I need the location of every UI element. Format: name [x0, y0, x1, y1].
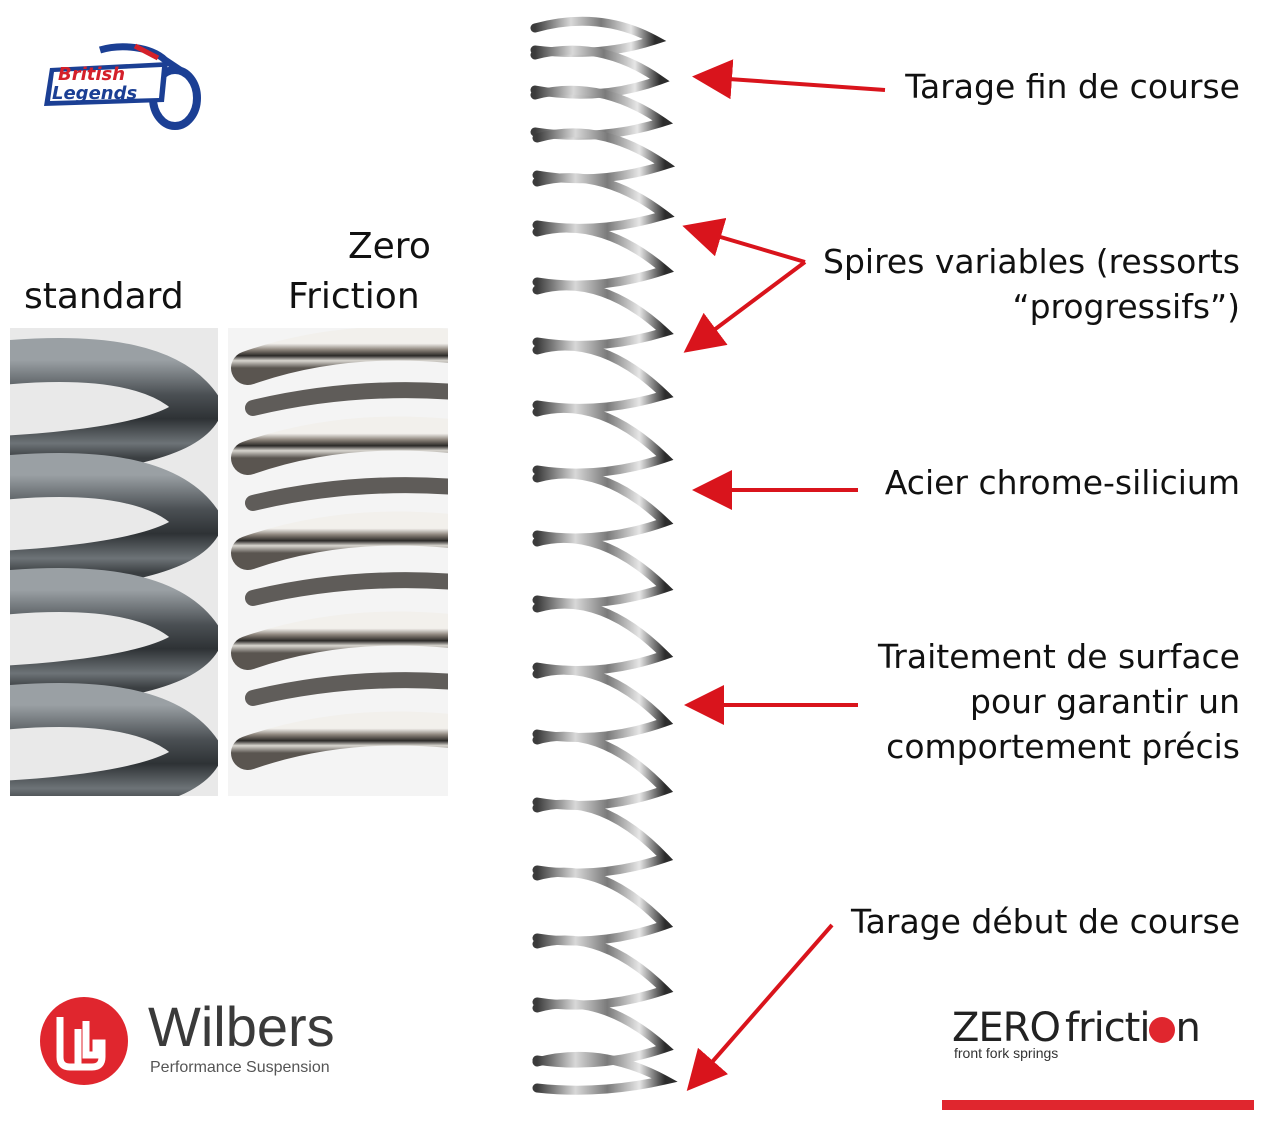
callout-spires-line2: “progressifs”): [1012, 287, 1240, 326]
arrow-tarage-debut: [686, 923, 834, 1092]
wilbers-name: Wilbers: [148, 995, 335, 1058]
zero-friction-spring-closeup: [228, 328, 448, 796]
callout-tarage-debut: Tarage début de course: [850, 902, 1240, 941]
callout-traitement-line1: Traitement de surface: [877, 637, 1240, 676]
logo-text-legends: Legends: [52, 83, 138, 104]
friction-prefix: fricti: [1065, 1005, 1150, 1051]
zero-friction-subtitle: front fork springs: [954, 1045, 1059, 1061]
standard-label: standard: [24, 276, 184, 317]
arrow-tarage-fin: [692, 59, 886, 100]
callout-spires-line1: Spires variables (ressorts: [823, 242, 1240, 281]
zero-word: ZERO: [952, 1005, 1061, 1051]
callout-acier: Acier chrome-silicium: [884, 463, 1240, 502]
zero-friction-label-line1: Zero: [348, 226, 431, 267]
fork-spring-image: [515, 10, 685, 1100]
wilbers-logo: Wilbers Performance Suspension: [38, 995, 358, 1090]
standard-spring-closeup: [10, 328, 218, 796]
red-accent-bar: [942, 1100, 1254, 1110]
motorcycle-logo-icon: [44, 43, 201, 130]
zero-friction-label-line2: Friction: [288, 276, 420, 317]
logo-text-british: British: [58, 64, 126, 85]
callout-traitement-line3: comportement précis: [886, 727, 1240, 766]
callout-traitement-line2: pour garantir un: [970, 682, 1240, 721]
wilbers-emblem-icon: [40, 997, 128, 1085]
arrow-spires-top: [682, 217, 806, 264]
red-dot-o-icon: [1149, 1017, 1176, 1043]
friction-suffix: n: [1175, 1005, 1200, 1051]
british-legends-logo: British Legends: [40, 40, 205, 135]
wilbers-tagline: Performance Suspension: [150, 1059, 330, 1076]
arrow-spires-bottom: [683, 260, 807, 353]
callout-tarage-fin: Tarage fin de course: [905, 67, 1240, 106]
